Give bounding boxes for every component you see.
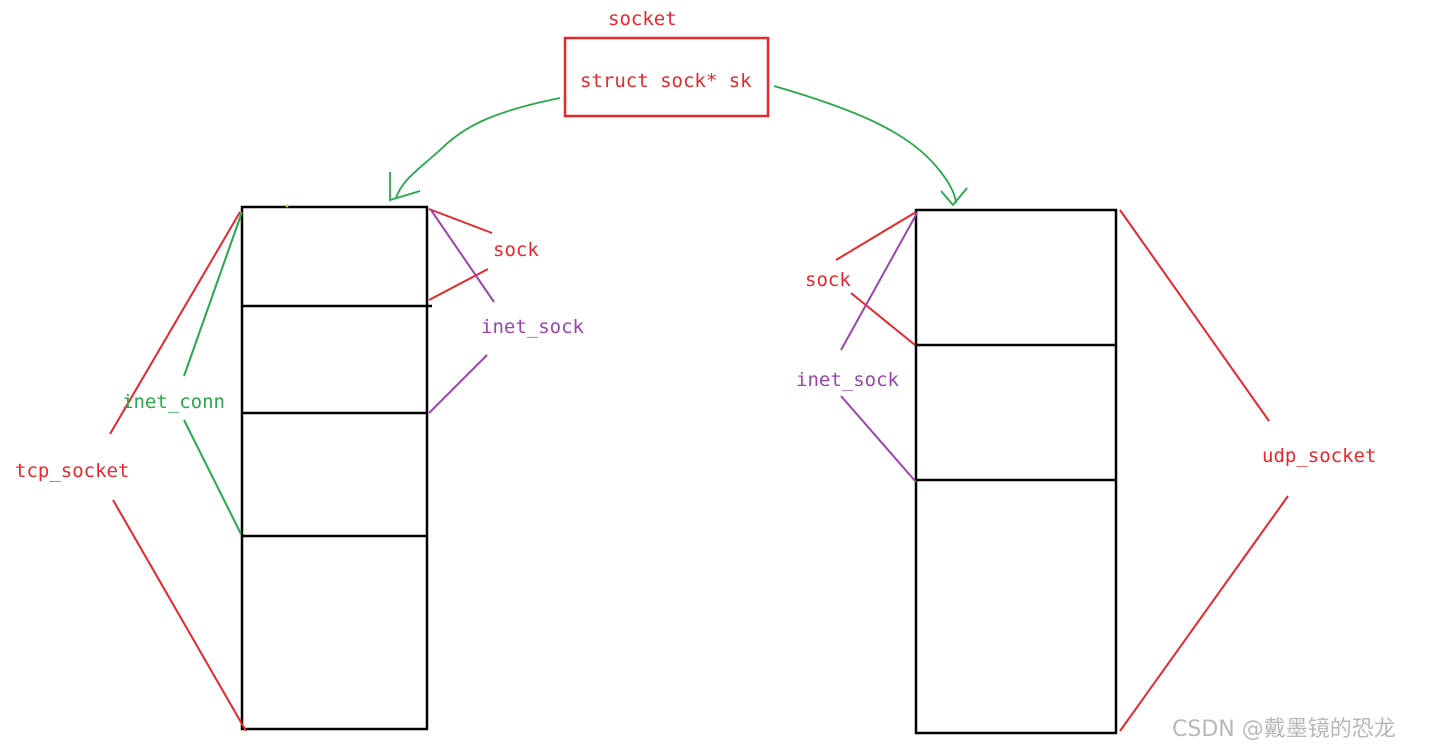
tcp-inet-conn-bracket <box>183 211 243 535</box>
udp-inet-sock-bracket <box>840 212 918 483</box>
stray-dot <box>285 204 289 208</box>
socket-label: socket <box>608 8 677 30</box>
udp-block-outline <box>914 208 1118 735</box>
watermark: CSDN @戴墨镜的恐龙 <box>1172 717 1396 742</box>
udp-sock-label: sock <box>805 269 851 291</box>
tcp-block-outline <box>240 205 429 731</box>
tcp-inet-conn-label: inet_conn <box>122 391 225 413</box>
udp-sock-bracket <box>835 211 917 346</box>
socket-field-label: struct sock* sk <box>580 70 752 92</box>
udp-socket-bracket <box>1119 209 1289 732</box>
udp-inet-sock-label: inet_sock <box>796 369 900 391</box>
arrow-to-tcp <box>389 97 561 202</box>
arrow-to-udp <box>773 85 968 207</box>
tcp-inet-sock-label: inet_sock <box>481 316 585 338</box>
tcp-sock-label: sock <box>493 239 539 261</box>
udp-block <box>914 208 1118 735</box>
tcp-block <box>240 205 432 731</box>
tcp-inet-sock-bracket <box>428 209 495 414</box>
tcp-socket-label: tcp_socket <box>15 460 129 482</box>
tcp-sock-bracket <box>428 208 493 301</box>
tcp-socket-bracket <box>109 211 247 732</box>
socket-box <box>563 36 770 118</box>
udp-socket-label: udp_socket <box>1262 445 1376 467</box>
